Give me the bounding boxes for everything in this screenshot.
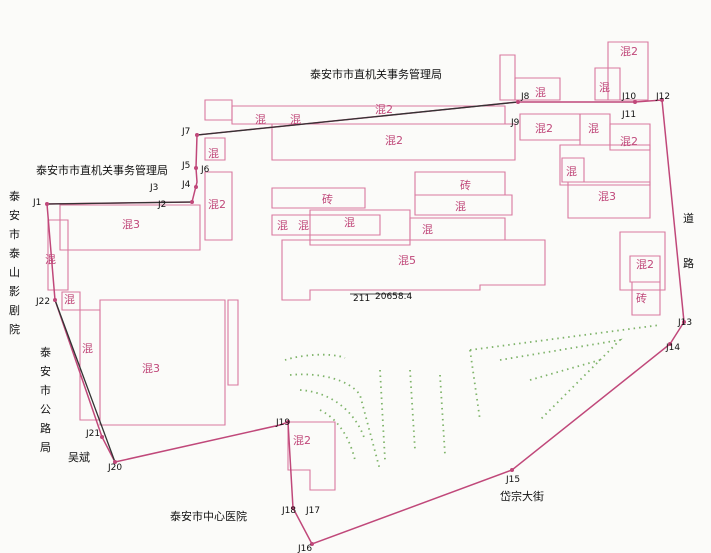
road-label-text: 道路 — [683, 211, 694, 270]
parcel-boundary-dark — [46, 101, 519, 463]
top-bureau-label: 泰安市市直机关事务管理局 — [310, 67, 442, 81]
building-label: 混2 — [620, 45, 638, 58]
building-label: 混3 — [122, 218, 140, 231]
point-J11: J11 — [621, 110, 636, 120]
point-J10: J10 — [621, 92, 636, 102]
point-J17: J17 — [305, 506, 320, 516]
building-label: 混 — [277, 219, 288, 232]
left-bureau-label: 泰安市市直机关事务管理局 — [36, 163, 168, 177]
point-J14: J14 — [665, 343, 680, 353]
parcel-label: 211 — [353, 294, 370, 304]
building-label: 混2 — [620, 135, 638, 148]
building-label: 混3 — [598, 190, 616, 203]
hospital-label: 泰安市中心医院 — [170, 509, 247, 523]
point-J12: J12 — [655, 92, 670, 102]
building-label: 混 — [422, 223, 433, 236]
theater-label: 泰安市泰山影剧院 — [9, 189, 20, 336]
point-markers — [45, 98, 686, 546]
point-J4: J4 — [181, 180, 191, 190]
building-label: 混3 — [142, 362, 160, 375]
point-J18: J18 — [281, 506, 296, 516]
building-label: 混5 — [398, 254, 416, 267]
building-label: 混 — [566, 165, 577, 178]
building-label: 砖 — [322, 192, 333, 206]
point-J9: J9 — [510, 118, 520, 128]
point-J3: J3 — [149, 183, 158, 193]
building-label: 混 — [599, 81, 610, 94]
area-label: 20658.4 — [375, 292, 412, 302]
point-J6: J6 — [200, 165, 210, 175]
building-label: 混2 — [535, 122, 553, 135]
building-label: 混 — [255, 113, 266, 126]
building-outlines — [47, 41, 666, 491]
building-label: 混 — [298, 219, 309, 232]
street-label: 岱宗大街 — [500, 489, 544, 503]
building-label: 混2 — [208, 198, 226, 211]
highway-label-text: 泰安市公路局 — [40, 345, 51, 454]
point-labels: J1 J2 J3 J4 J5 J6 J7 J8 J9 J10 J11 J12 J… — [32, 92, 692, 553]
building-label: 混 — [588, 122, 599, 135]
point-J1: J1 — [32, 198, 41, 208]
building-label: 混 — [45, 253, 56, 266]
building-label: 混 — [535, 86, 546, 99]
road-label: 道路 — [683, 211, 694, 270]
building-label: 混 — [208, 147, 219, 160]
building-label: 混2 — [636, 258, 654, 271]
point-J15: J15 — [505, 475, 520, 485]
point-J20: J20 — [107, 463, 122, 473]
point-J5: J5 — [181, 161, 190, 171]
highway-label: 泰安市公路局 — [40, 345, 51, 454]
building-label: 混 — [344, 216, 355, 229]
building-label: 混 — [455, 200, 466, 213]
building-label: 砖 — [460, 178, 471, 192]
point-J22: J22 — [35, 297, 50, 307]
building-label: 混2 — [293, 434, 311, 447]
building-label: 混2 — [385, 134, 403, 147]
point-J7: J7 — [181, 127, 190, 137]
point-J2: J2 — [157, 200, 166, 210]
point-J8: J8 — [520, 92, 530, 102]
building-label: 混 — [82, 342, 93, 355]
green-area — [284, 324, 661, 471]
building-label: 砖 — [636, 291, 647, 305]
building-label: 混2 — [375, 103, 393, 116]
point-J21: J21 — [85, 429, 100, 439]
person-label: 吴斌 — [68, 451, 90, 464]
building-labels: 混2 混 混 混 混2 混2 混2 混2 混3 混2 混3 混 混2 混 混3 … — [45, 45, 654, 447]
point-J13: J13 — [677, 318, 692, 328]
theater-label-text: 泰安市泰山影剧院 — [9, 189, 20, 336]
building-label: 混 — [64, 293, 75, 306]
point-J16: J16 — [297, 544, 312, 553]
point-J19: J19 — [275, 418, 290, 428]
building-label: 混 — [290, 113, 301, 126]
